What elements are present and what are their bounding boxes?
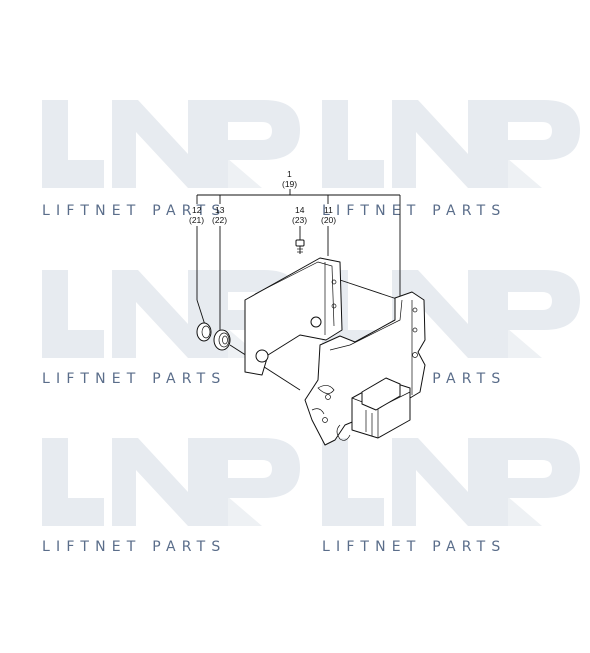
leader-lines — [196, 189, 401, 330]
watermark-texts: LIFTNET PARTS LIFTNET PARTS LIFTNET PART… — [42, 203, 506, 555]
callouts: 1 (19) 12 (21) 13 (22) 14 (23) 11 (20) — [189, 169, 336, 225]
grommet-part-12 — [196, 322, 212, 342]
callout-12-alt: (21) — [189, 215, 204, 225]
callout-12-number: 12 — [192, 205, 202, 215]
watermark-logo — [42, 438, 300, 526]
connector-block — [336, 377, 411, 441]
bushing-part-13 — [213, 329, 231, 351]
watermark-text: LIFTNET PARTS — [42, 203, 226, 219]
watermark-logo — [322, 438, 580, 526]
callout-1-number: 1 — [287, 169, 292, 179]
bracket-part-11 — [244, 257, 343, 376]
watermark-text: LIFTNET PARTS — [322, 539, 506, 555]
watermark-logo — [42, 100, 300, 188]
callout-14-number: 14 — [295, 205, 305, 215]
callout-13-alt: (22) — [212, 215, 227, 225]
callout-14-alt: (23) — [292, 215, 307, 225]
screw-part-14 — [295, 239, 305, 254]
watermark-text: LIFTNET PARTS — [42, 371, 226, 387]
assembly-guides — [229, 279, 401, 391]
callout-13-number: 13 — [215, 205, 225, 215]
watermark-text: LIFTNET PARTS — [322, 203, 506, 219]
main-bracket-part-1 — [304, 291, 426, 446]
callout-11-alt: (20) — [321, 215, 336, 225]
watermark-text: LIFTNET PARTS — [42, 539, 226, 555]
watermark-logo — [322, 100, 580, 188]
callout-1-alt: (19) — [282, 179, 297, 189]
callout-11-number: 11 — [324, 205, 333, 215]
